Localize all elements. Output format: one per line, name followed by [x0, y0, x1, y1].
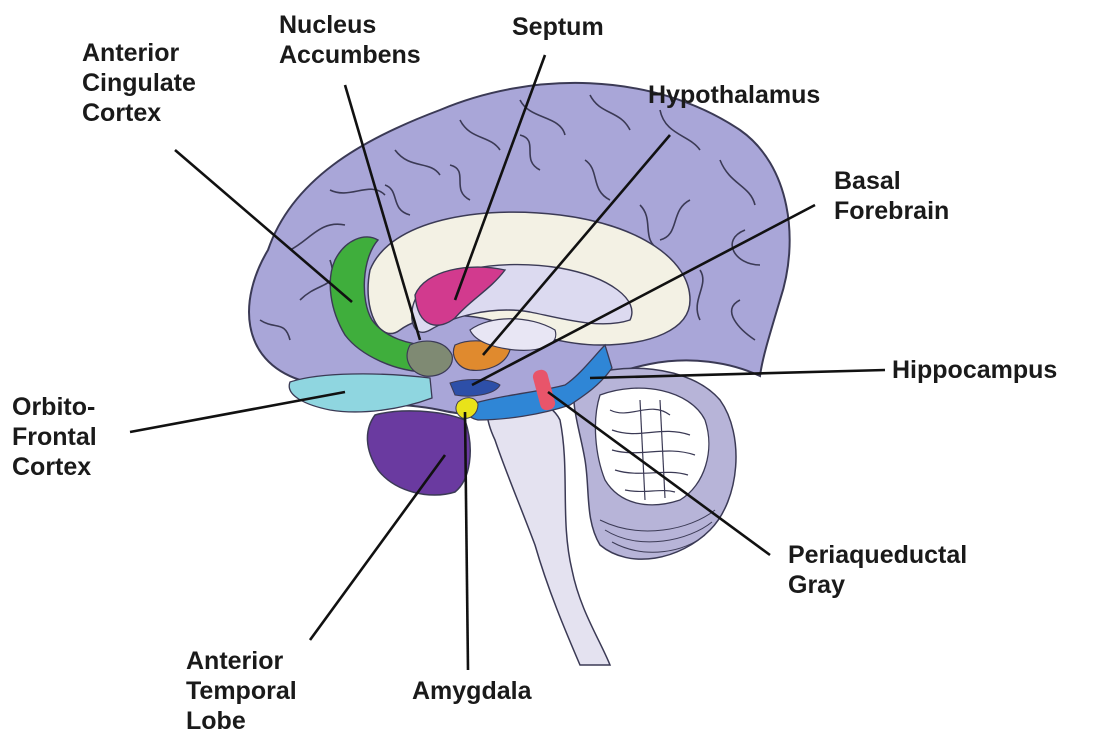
label-basal-forebrain: Basal Forebrain — [834, 166, 949, 226]
label-periaqueductal-gray: Periaqueductal Gray — [788, 540, 967, 600]
label-septum: Septum — [512, 12, 604, 42]
label-orbitofrontal-cortex: Orbito- Frontal Cortex — [12, 392, 97, 482]
nucleus-accumbens-region — [407, 341, 452, 376]
label-amygdala: Amygdala — [412, 676, 531, 706]
cerebellum — [574, 368, 736, 559]
temporal-lobe-region — [367, 411, 470, 495]
label-anterior-temporal-lobe: Anterior Temporal Lobe — [186, 646, 297, 736]
label-hypothalamus: Hypothalamus — [648, 80, 820, 110]
label-nucleus-accumbens: Nucleus Accumbens — [279, 10, 421, 70]
label-hippocampus: Hippocampus — [892, 355, 1057, 385]
label-anterior-cingulate-cortex: Anterior Cingulate Cortex — [82, 38, 196, 128]
